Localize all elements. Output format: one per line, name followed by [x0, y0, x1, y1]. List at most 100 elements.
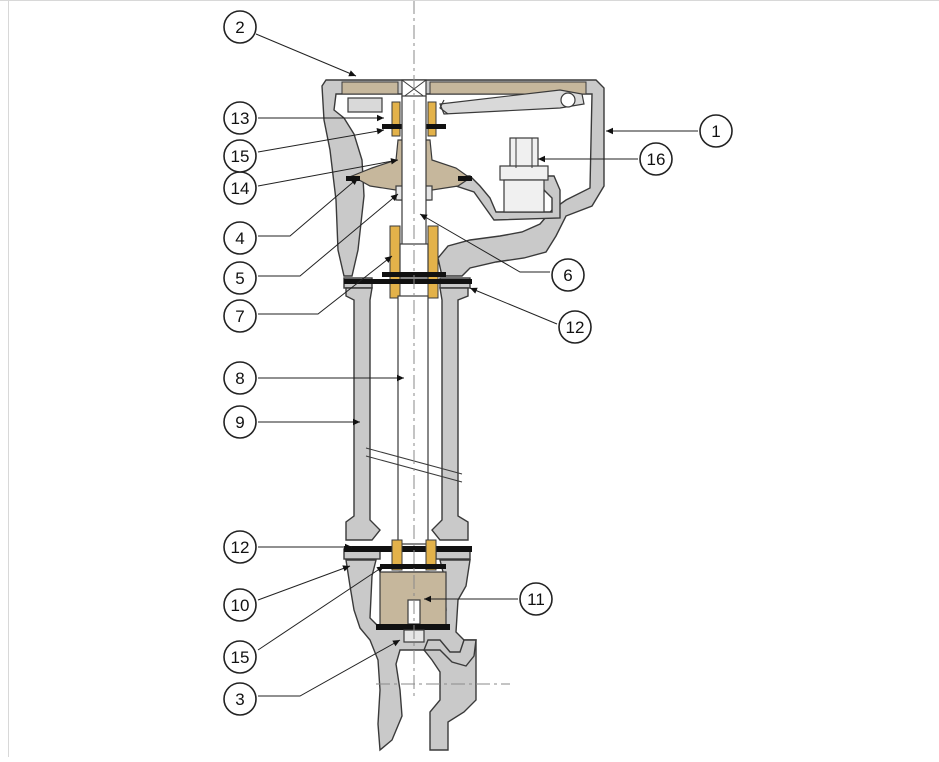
callout-c12a: 12	[223, 530, 257, 564]
leader-line-c2	[255, 33, 357, 77]
leader-line-c3	[258, 639, 401, 697]
leader-line-c4	[258, 177, 359, 237]
callout-label: 7	[235, 307, 244, 326]
callout-circle	[223, 530, 257, 564]
leader-line-c7	[258, 255, 393, 315]
callout-circle	[223, 299, 257, 333]
upper-packing-right	[427, 101, 437, 137]
arrowhead-icon	[345, 543, 352, 551]
callout-label: 5	[235, 269, 244, 288]
leader-line-c12b	[469, 287, 558, 325]
arrowhead-icon	[376, 128, 384, 135]
lower-o-ring	[380, 564, 446, 569]
valve-seat-gasket	[376, 624, 450, 630]
callout-c16: 16	[639, 142, 673, 176]
arrowhead-icon	[377, 114, 384, 122]
leader-line-c10	[257, 565, 351, 601]
gasket-left-14	[346, 176, 360, 181]
callout-circle	[699, 114, 733, 148]
drain-fitting	[499, 137, 549, 213]
outlet-elbow	[422, 639, 477, 667]
callout-c13: 13	[223, 101, 257, 135]
callout-circle	[558, 310, 592, 344]
arrowhead-icon	[353, 418, 360, 426]
callout-label: 12	[231, 538, 250, 557]
arrowhead-icon	[397, 374, 404, 382]
callout-c9: 9	[223, 405, 257, 439]
callout-c12b: 12	[558, 310, 592, 344]
arrowhead-icon	[538, 155, 545, 163]
coupling-o-ring	[382, 272, 446, 277]
callout-circle	[223, 101, 257, 135]
main-rod	[397, 295, 429, 545]
arrowhead-icon	[424, 595, 431, 603]
callout-c3: 3	[223, 682, 257, 716]
callout-label: 15	[231, 648, 250, 667]
arrowhead-icon	[420, 214, 428, 221]
arrowhead-icon	[384, 256, 392, 263]
lever-hook	[439, 99, 449, 115]
arrowhead-icon	[606, 127, 613, 135]
callout-circle	[223, 682, 257, 716]
arrowhead-icon	[376, 566, 384, 573]
callout-label: 3	[235, 690, 244, 709]
arrowhead-icon	[392, 640, 400, 647]
lower-coupling-left	[391, 539, 403, 571]
callout-circle	[223, 361, 257, 395]
arrowhead-icon	[348, 70, 356, 77]
callout-c8: 8	[223, 361, 257, 395]
lever-arm	[439, 89, 585, 115]
upper-flange-gasket	[344, 279, 472, 284]
arrowhead-icon	[470, 287, 478, 294]
callout-c2: 2	[223, 10, 257, 44]
callout-label: 9	[235, 413, 244, 432]
lower-coupling-right	[425, 539, 437, 571]
arrowhead-icon	[390, 194, 398, 201]
callout-circle	[223, 588, 257, 622]
upper-packing-left	[391, 101, 401, 137]
frame-top-border	[0, 0, 939, 1]
leader-lines	[255, 33, 698, 697]
head-casting	[321, 79, 605, 277]
callout-c6: 6	[551, 258, 585, 292]
callout-c11: 11	[519, 582, 553, 616]
callout-label: 16	[647, 150, 666, 169]
callout-label: 8	[235, 369, 244, 388]
callout-c4: 4	[223, 221, 257, 255]
callout-label: 15	[231, 147, 250, 166]
callout-c1: 1	[699, 114, 733, 148]
callout-circle	[223, 640, 257, 674]
callout-circle	[519, 582, 553, 616]
callout-label: 11	[527, 590, 545, 609]
callout-label: 6	[563, 266, 572, 285]
leader-line-c15b	[257, 565, 385, 651]
arrowhead-icon	[350, 178, 358, 185]
callout-circle	[223, 139, 257, 173]
callout-circle	[223, 221, 257, 255]
lower-flange-gasket	[344, 546, 472, 552]
callout-label: 4	[235, 229, 244, 248]
callout-circle	[223, 10, 257, 44]
arrowhead-icon	[342, 565, 350, 572]
callout-c10: 10	[223, 588, 257, 622]
callout-label: 13	[231, 109, 250, 128]
callout-label: 1	[711, 122, 720, 141]
leader-line-c14	[257, 159, 399, 187]
frame-left-border	[8, 0, 9, 757]
leader-line-c5	[258, 193, 399, 277]
callout-label: 12	[566, 318, 585, 337]
barrel-tube-right	[431, 287, 469, 541]
cover-plate	[341, 81, 587, 95]
callout-c15b: 15	[223, 640, 257, 674]
callout-circle	[551, 258, 585, 292]
callout-label: 2	[235, 18, 244, 37]
callout-circle	[639, 142, 673, 176]
coupling-left	[389, 225, 401, 299]
callout-circle	[223, 405, 257, 439]
gasket-right-14	[458, 176, 472, 181]
callout-label: 14	[231, 179, 250, 198]
leader-line-c6	[419, 213, 550, 273]
callout-circle	[223, 261, 257, 295]
